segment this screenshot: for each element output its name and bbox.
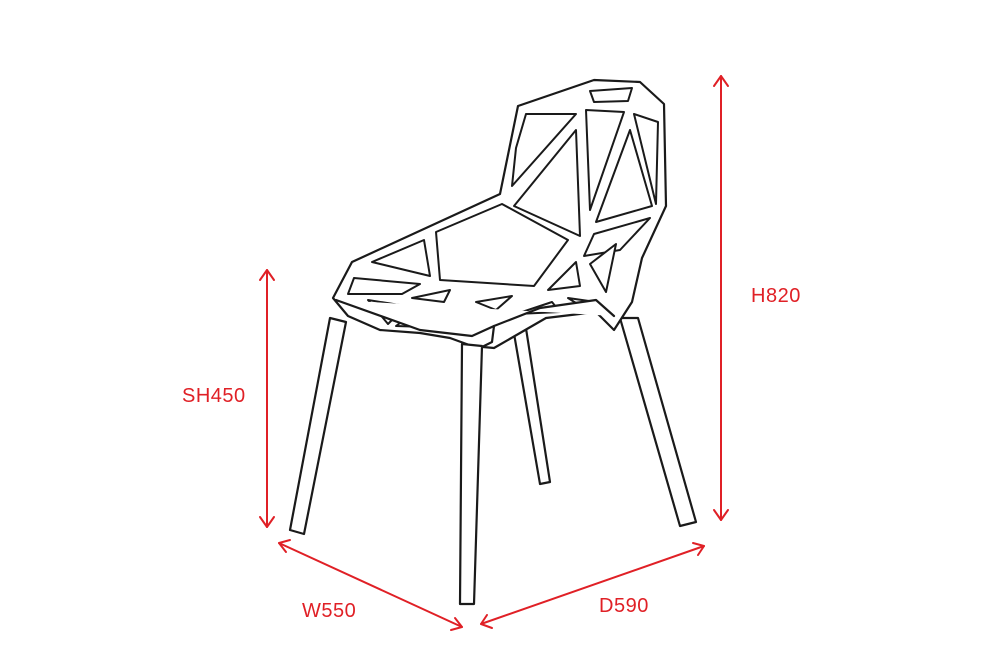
chair-back-opening <box>595 129 653 223</box>
chair-leg-front-left <box>288 316 348 536</box>
width-label: W550 <box>302 600 357 622</box>
chair-leg-front-middle <box>458 342 484 606</box>
chair-seat-opening <box>371 239 431 277</box>
chair-back-slot <box>589 87 633 103</box>
depth-label: D590 <box>599 595 649 617</box>
chair-seat-opening <box>475 295 513 311</box>
dimension-lines <box>259 75 729 631</box>
chair-back-opening <box>511 113 577 187</box>
seat-height-label: SH450 <box>182 385 246 407</box>
chair-leg-back-middle <box>510 320 552 486</box>
chair-seat-opening <box>411 289 451 303</box>
chair-back-opening <box>513 129 581 237</box>
seat-height-dimension-arrow <box>259 269 275 528</box>
chair-seat-edge <box>478 324 496 350</box>
chair-seat-opening <box>347 277 421 295</box>
height-dimension-arrow <box>713 75 729 521</box>
width-dimension-arrow <box>278 539 463 631</box>
height-label: H820 <box>751 285 801 307</box>
chair-illustration <box>288 78 698 606</box>
chair-seat-opening <box>435 203 569 287</box>
chair-seat-opening <box>547 261 581 291</box>
chair-leg-back-right <box>618 316 698 528</box>
depth-dimension-arrow <box>480 542 705 629</box>
chair-back-opening <box>633 113 659 205</box>
chair-seat-opening <box>589 243 617 293</box>
chair-back-opening <box>585 109 625 211</box>
chair-back-opening <box>583 217 651 257</box>
